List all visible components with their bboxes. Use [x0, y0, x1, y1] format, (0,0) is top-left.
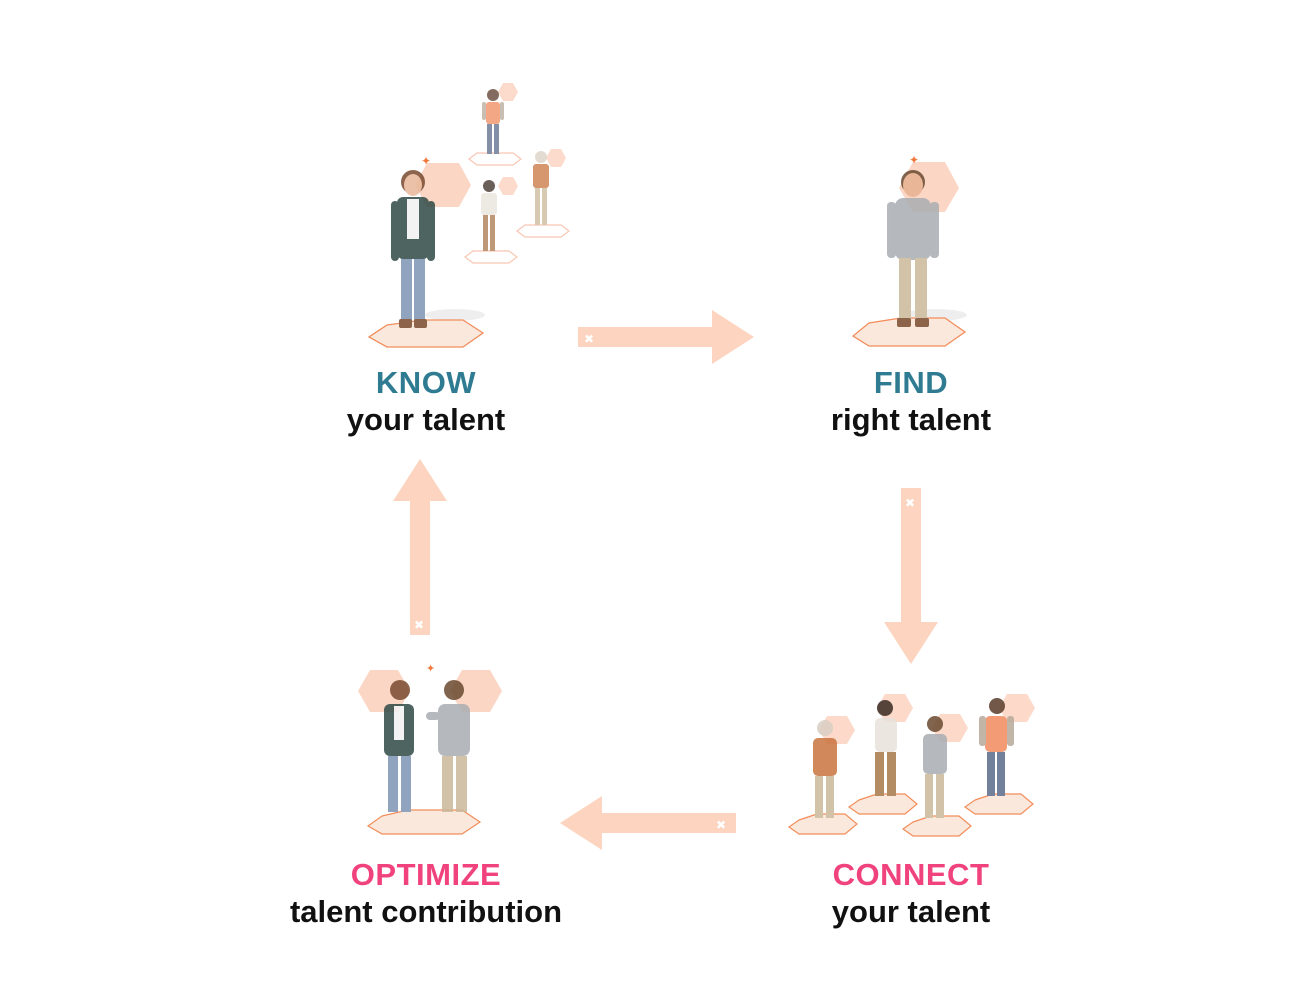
hexagon-icon — [415, 163, 471, 207]
sparkle-icon: ✖ — [716, 818, 726, 832]
stage-label-optimize: OPTIMIZE talent contribution — [216, 856, 636, 930]
stage-keyword: KNOW — [375, 365, 477, 400]
sparkle-icon: ✦ — [426, 663, 435, 675]
stage-subtitle: talent contribution — [289, 894, 563, 930]
person-figure — [847, 700, 918, 815]
stage-keyword: OPTIMIZE — [350, 857, 502, 892]
stage-label-know: KNOW your talent — [216, 364, 636, 438]
person-figure — [366, 680, 482, 835]
arrow-find-to-connect: ✖ — [884, 488, 938, 664]
know-illustration: ✦ — [367, 83, 570, 348]
person-figure — [468, 89, 522, 166]
hexagon-icon — [450, 670, 502, 712]
stage-keyword: CONNECT — [832, 857, 990, 892]
connect-illustration — [787, 694, 1035, 837]
hexagon-icon — [498, 177, 518, 195]
person-figure — [787, 720, 858, 835]
sparkle-icon: ✦ — [421, 154, 431, 168]
person-figure — [464, 180, 518, 264]
sparkle-icon: ✖ — [584, 332, 594, 346]
person-figure — [963, 698, 1034, 815]
sparkle-icon: ✦ — [909, 153, 919, 167]
stage-label-connect: CONNECT your talent — [701, 856, 1121, 930]
arrow-connect-to-optimize: ✖ — [560, 796, 736, 850]
person-figure — [367, 170, 485, 348]
stage-label-find: FIND right talent — [701, 364, 1121, 438]
hexagon-icon — [546, 149, 566, 167]
person-figure — [516, 151, 570, 238]
find-illustration: ✦ — [851, 153, 967, 347]
person-figure — [426, 680, 470, 812]
sparkle-icon: ✖ — [414, 618, 424, 632]
stage-subtitle: right talent — [830, 402, 992, 438]
stage-subtitle: your talent — [831, 894, 991, 930]
person-figure — [851, 170, 967, 347]
sparkle-icon: ✖ — [905, 496, 915, 510]
arrow-know-to-find: ✖ — [578, 310, 754, 364]
optimize-illustration: ✦ — [358, 663, 502, 835]
stage-subtitle: your talent — [346, 402, 506, 438]
hexagon-icon — [498, 83, 518, 101]
person-figure — [901, 716, 972, 837]
hexagon-icon — [999, 694, 1035, 722]
arrow-optimize-to-know: ✖ — [393, 459, 447, 635]
stage-keyword: FIND — [873, 365, 949, 400]
